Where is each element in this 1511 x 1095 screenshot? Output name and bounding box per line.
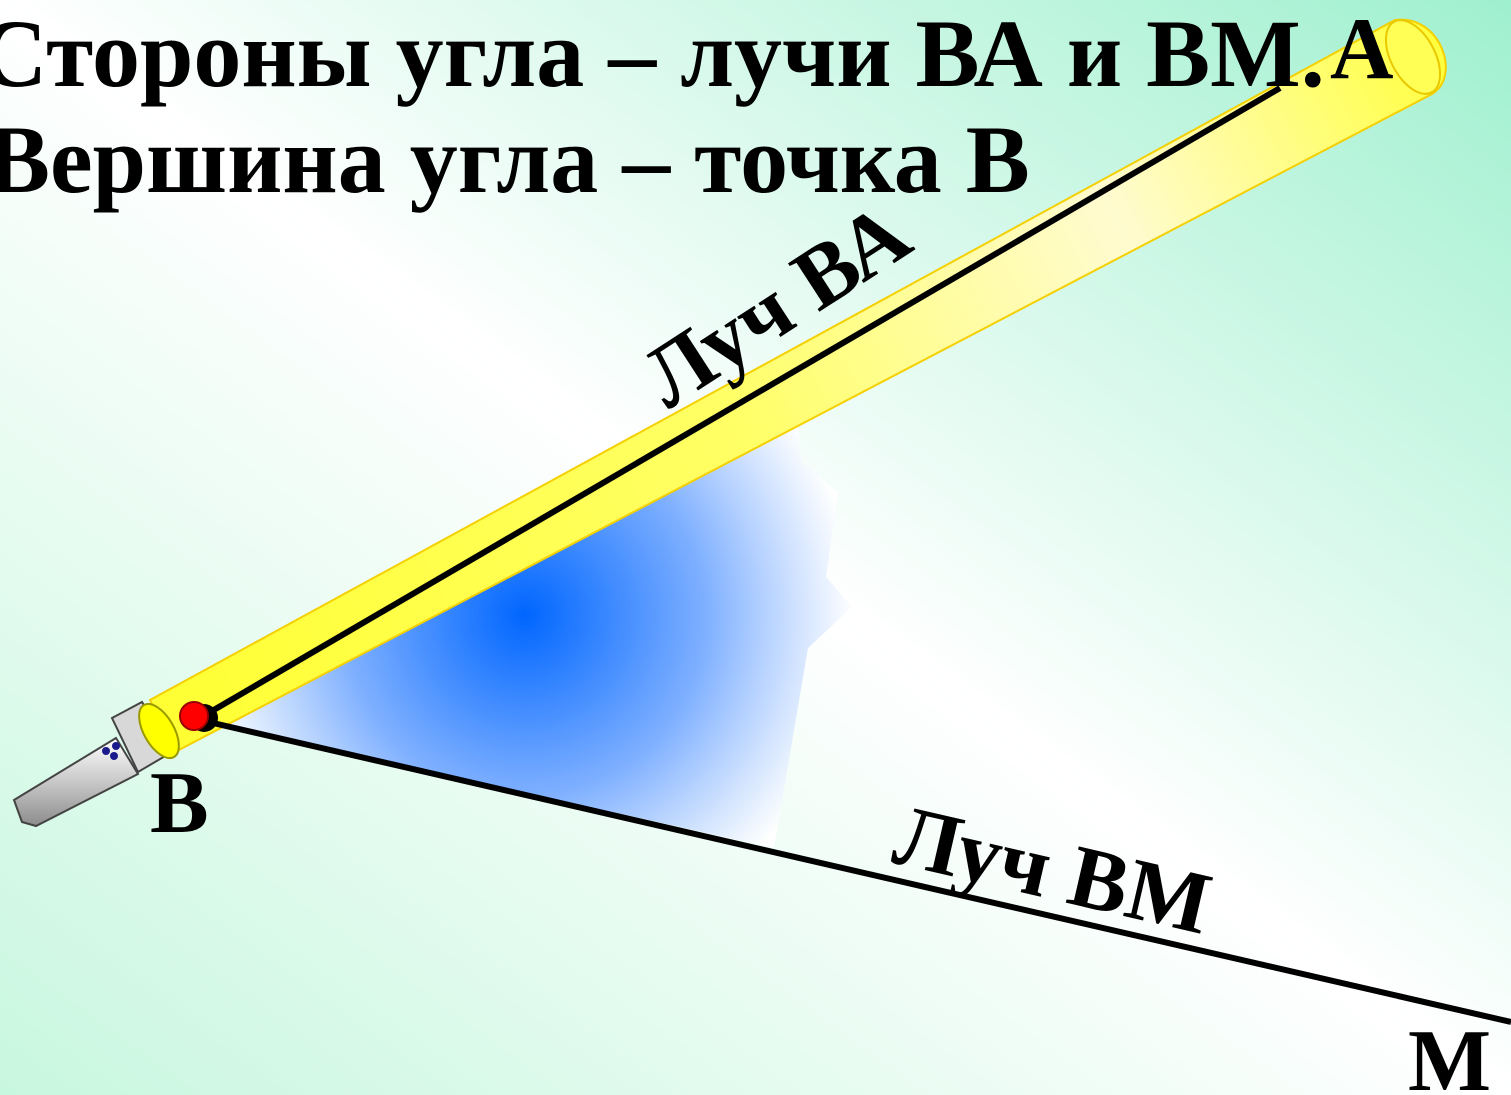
ray-ba-line xyxy=(198,85,1282,721)
label-point-b: В xyxy=(150,755,209,852)
label-point-a: А xyxy=(1330,1,1394,98)
slide-heading-line-2: Вершина угла – точка В xyxy=(0,106,1030,213)
label-point-m: М xyxy=(1408,1013,1491,1095)
slide-heading-line-1: Стороны угла – лучи ВА и ВМ. xyxy=(0,0,1325,107)
light-beam-end xyxy=(1384,19,1442,95)
angle-region xyxy=(200,425,852,848)
vertex-dot xyxy=(179,701,209,731)
ray-bm-line xyxy=(199,717,1511,1025)
flashlight-icon xyxy=(12,700,180,828)
